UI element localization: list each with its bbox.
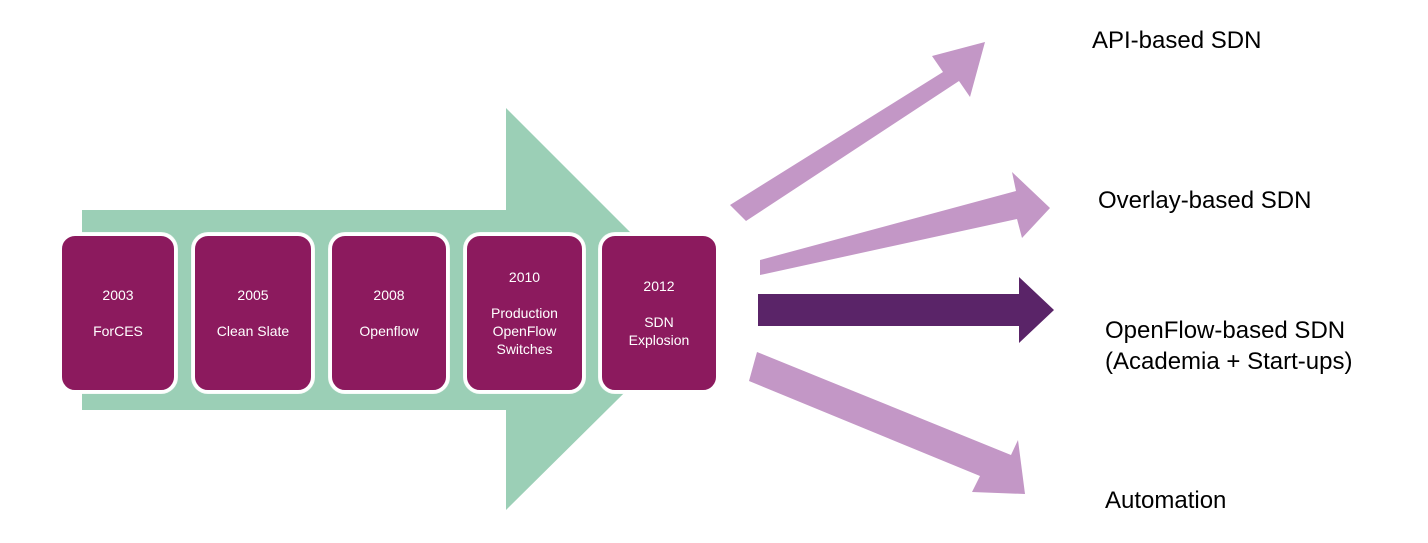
arrow-to-automation	[749, 352, 1025, 494]
milestone-name: ForCES	[93, 323, 143, 339]
arrow-to-api-based-sdn	[730, 42, 985, 221]
milestone-box: 2005 Clean Slate	[192, 233, 314, 393]
outcome-label-automation: Automation	[1105, 487, 1227, 514]
milestone-box: 2012 SDN Explosion	[599, 233, 719, 393]
milestone-year: 2008	[373, 287, 405, 303]
milestone-name: Production OpenFlow Switches	[491, 305, 558, 357]
milestone-name: SDN Explosion	[628, 314, 690, 348]
milestone-name: Openflow	[359, 323, 419, 339]
milestone-year: 2012	[643, 278, 675, 294]
outcome-label-openflow-based-sdn: OpenFlow-based SDN (Academia + Start-ups…	[1105, 317, 1353, 375]
milestone-box: 2003 ForCES	[59, 233, 177, 393]
milestone-year: 2005	[237, 287, 269, 303]
milestone-year: 2010	[508, 269, 541, 285]
milestone-box: 2008 Openflow	[329, 233, 449, 393]
outcome-label-api-based-sdn: API-based SDN	[1092, 27, 1262, 54]
milestone-box: 2010 Production OpenFlow Switches	[464, 233, 585, 393]
milestone-year: 2003	[102, 287, 134, 303]
arrow-to-overlay-based-sdn	[760, 172, 1050, 275]
arrow-to-openflow-based-sdn	[758, 277, 1054, 343]
milestone-name: Clean Slate	[216, 323, 290, 339]
outcome-label-overlay-based-sdn: Overlay-based SDN	[1098, 187, 1312, 214]
